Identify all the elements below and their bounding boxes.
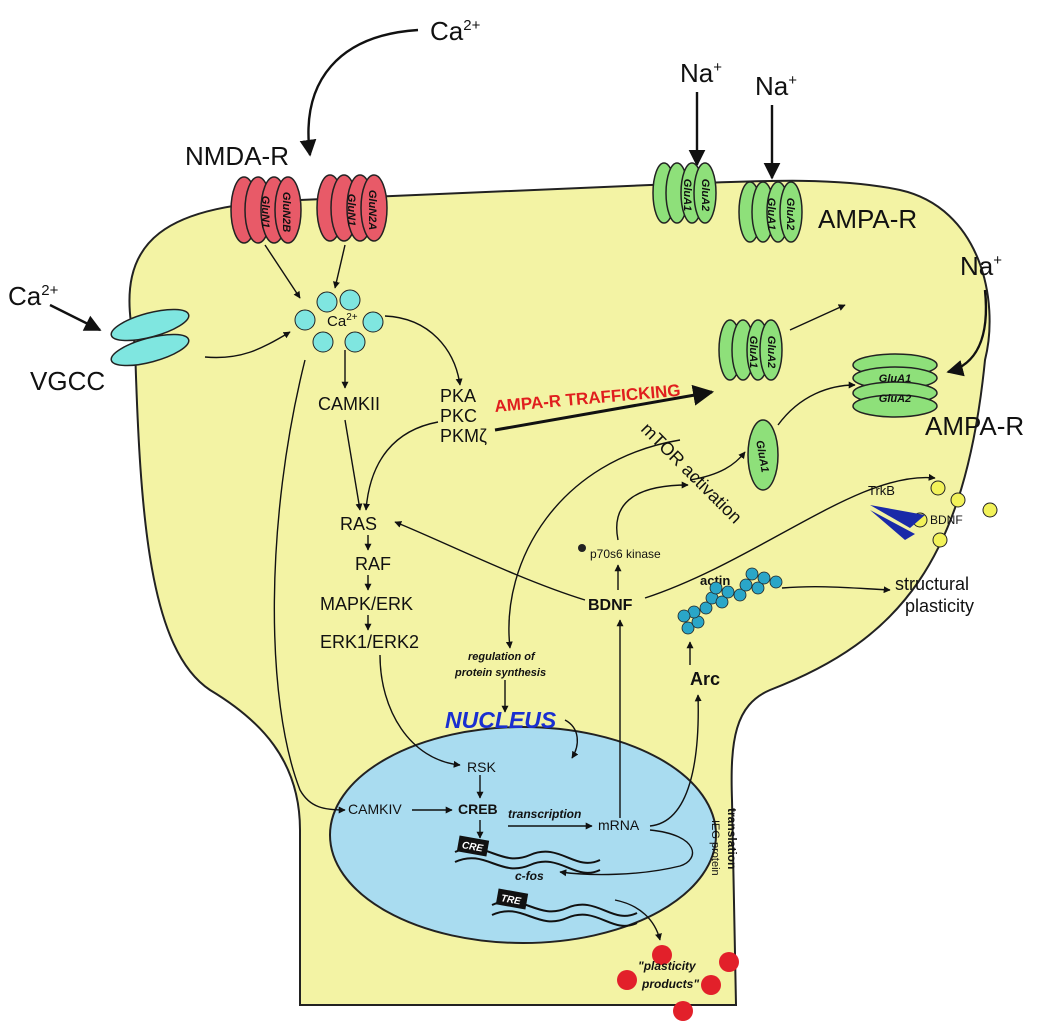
ampa-r-label: AMPA-R: [925, 411, 1024, 441]
ampa-subunit-label: GluA2: [699, 179, 711, 211]
nmda-subunit-label: GluN1: [259, 196, 271, 228]
ampa-receptor: GluA1 GluA2: [852, 353, 938, 418]
ampa-subunit-label: GluA1: [753, 439, 770, 473]
plasticity-products: [617, 945, 739, 1021]
translation-label: translation: [725, 808, 739, 869]
nmda-subunit-label: GluN2A: [366, 190, 378, 230]
regulation-label: protein synthesis: [454, 667, 546, 679]
phosphate-dot: [578, 544, 586, 552]
raf-label: RAF: [355, 554, 391, 574]
pathway-arrows: [204, 244, 936, 941]
bdnf-label: BDNF: [588, 597, 633, 614]
nmda-r-label: NMDA-R: [185, 141, 289, 171]
sodium-label: Na+: [680, 58, 722, 88]
p70s6-kinase-label: p70s6 kinase: [590, 547, 661, 561]
plasticity-products-label: products": [641, 977, 699, 991]
ieg-protein-label: IEG protein: [709, 820, 721, 876]
structural-plasticity-label: structural: [895, 574, 969, 594]
regulation-label: regulation of: [468, 651, 536, 663]
nmda-subunit-label: GluN1: [345, 194, 357, 226]
cfos-label: c-fos: [515, 869, 544, 883]
bdnf-small-label: BDNF: [930, 513, 963, 527]
creb-label: CREB: [458, 801, 498, 817]
nmda-receptor: GluN1 GluN2A: [316, 174, 388, 242]
calcium-inner-label: Ca2+: [327, 312, 358, 330]
trkb-label: TrkB: [868, 483, 895, 498]
calcium-influx-arrow: [49, 303, 102, 332]
tre-label: TRE: [500, 893, 522, 907]
ampa-receptor: GluA1 GluA2: [738, 181, 803, 243]
structural-plasticity-label: plasticity: [905, 596, 974, 616]
ampa-subunit: GluA1: [747, 419, 779, 491]
nucleus-label: NUCLEUS: [445, 707, 557, 733]
ampa-subunit-label: GluA1: [765, 198, 777, 230]
cre-label: CRE: [461, 840, 484, 855]
sodium-label: Na+: [755, 71, 797, 101]
ampa-subunit-label: GluA1: [681, 179, 693, 211]
dna-cre: CRE: [454, 835, 601, 874]
nmda-receptor: GluN1 GluN2B: [230, 176, 302, 244]
nucleus: [329, 726, 717, 944]
ampa-subunit-label: GluA2: [879, 393, 911, 405]
vgcc-label: VGCC: [30, 366, 105, 396]
calcium-label: Ca2+: [8, 281, 59, 311]
ampa-subunit-label: GluA2: [784, 198, 796, 230]
pka-label: PKA: [440, 386, 476, 406]
pkc-label: PKC: [440, 406, 477, 426]
mapk-erk-label: MAPK/ERK: [320, 594, 413, 614]
sodium-influx-arrow: [946, 289, 988, 377]
nmda-subunit-label: GluN2B: [280, 192, 292, 232]
sodium-label: Na+: [960, 251, 1002, 281]
ampa-subunit-label: GluA1: [879, 373, 911, 385]
calcium-label: Ca2+: [430, 16, 481, 46]
rsk-label: RSK: [467, 759, 496, 775]
calcium-influx-arrow: [299, 28, 419, 157]
ras-label: RAS: [340, 514, 377, 534]
mrna-label: mRNA: [598, 817, 640, 833]
bdnf-molecules: [912, 480, 998, 548]
ampa-subunit-label: GluA2: [765, 336, 777, 368]
transcription-label: transcription: [508, 807, 581, 821]
ampa-r-label: AMPA-R: [818, 204, 917, 234]
vgcc-channel: [110, 308, 190, 367]
trkb-receptor: [870, 505, 925, 540]
camkii-label: CAMKII: [318, 394, 380, 414]
ampa-subunit-label: GluA1: [747, 336, 759, 368]
dna-tre: TRE: [491, 888, 638, 927]
actin-label: actin: [700, 573, 730, 588]
plasticity-products-label: "plasticity: [638, 959, 697, 973]
ampa-receptor: GluA1 GluA2: [718, 319, 783, 381]
actin-filament: [677, 567, 783, 635]
camkiv-label: CAMKIV: [348, 801, 402, 817]
pkmz-label: PKMζ: [440, 426, 487, 446]
ampa-receptor: GluA1 GluA2: [652, 162, 717, 224]
calcium-ions: [294, 289, 384, 353]
erk1-erk2-label: ERK1/ERK2: [320, 632, 419, 652]
arc-label: Arc: [690, 669, 720, 689]
